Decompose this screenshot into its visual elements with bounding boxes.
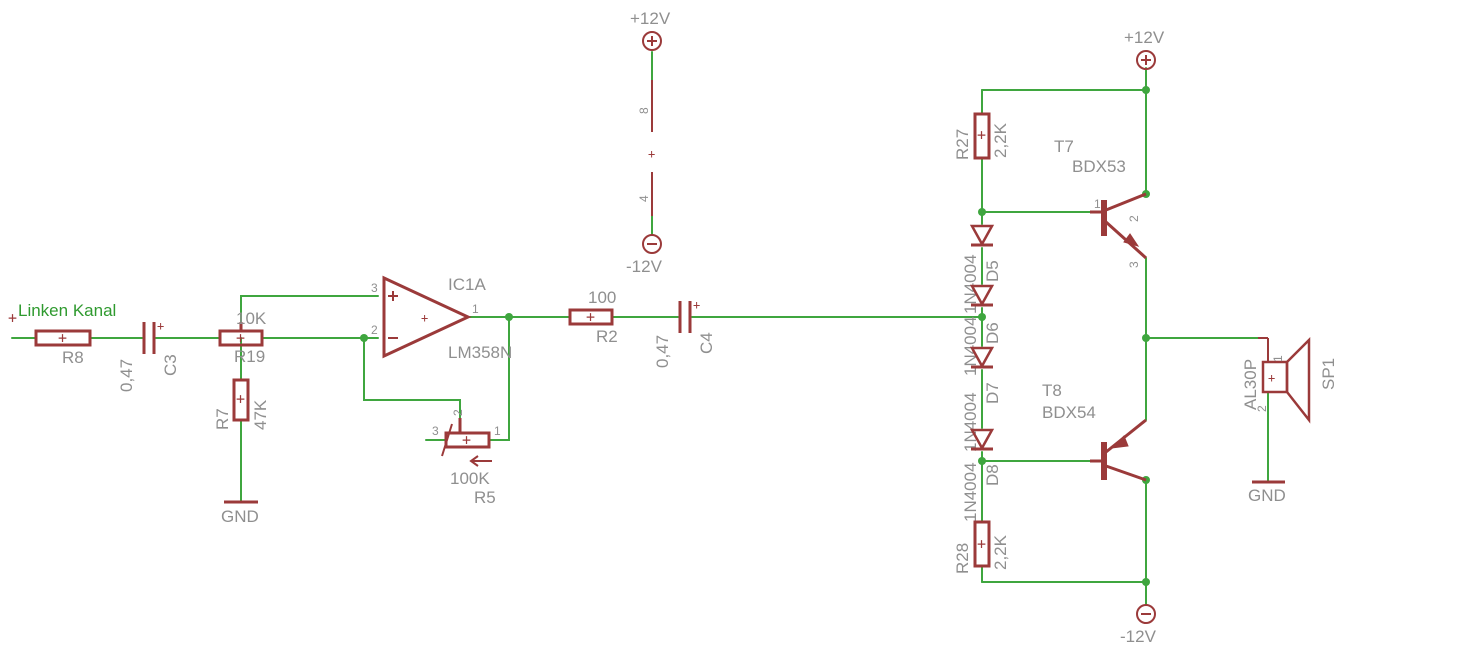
svg-text:+: + xyxy=(8,309,17,327)
svg-text:+: + xyxy=(58,329,67,347)
svg-text:+: + xyxy=(157,319,164,333)
diode-d5[interactable]: D5 1N4004 xyxy=(961,224,1002,314)
r27-name: R27 xyxy=(953,129,972,160)
t7-pin1: 1 xyxy=(1094,197,1101,211)
r5-value: 100K xyxy=(450,469,490,488)
junction-dot xyxy=(1142,86,1150,94)
ic1a-pin-vee: 4 xyxy=(637,195,651,202)
svg-text:+: + xyxy=(236,390,245,408)
resistor-r7[interactable]: + R7 47K xyxy=(213,378,270,430)
junction-dot xyxy=(1142,334,1150,342)
output-supply-pos: +12V xyxy=(1124,28,1165,70)
supply-out-neg: -12V xyxy=(1120,627,1157,646)
capacitor-c3[interactable]: + 0,47 C3 xyxy=(117,319,180,392)
diode-d8[interactable]: D8 1N4004 xyxy=(961,428,1002,522)
ic1a-value: LM358N xyxy=(448,343,512,362)
r2-value: 100 xyxy=(588,288,616,307)
r28-value: 2,2K xyxy=(991,534,1010,570)
t7-name: T7 xyxy=(1054,137,1074,156)
resistor-r2[interactable]: + 100 R2 xyxy=(568,288,618,346)
ic1a-pin-out: 1 xyxy=(472,302,479,316)
r27-value: 2,2K xyxy=(991,122,1010,158)
transistor-t7[interactable]: 1 2 3 T7 BDX53 xyxy=(1054,137,1148,268)
gnd-symbol-r7: GND xyxy=(221,500,259,526)
capacitor-c4[interactable]: + 0,47 C4 xyxy=(653,298,716,368)
svg-text:+: + xyxy=(977,126,986,144)
resistor-r27[interactable]: + R27 2,2K xyxy=(953,112,1010,160)
d5-value: 1N4004 xyxy=(961,254,980,314)
svg-text:+: + xyxy=(462,431,471,449)
d6-name: D6 xyxy=(983,322,1002,344)
supply-out-pos: +12V xyxy=(1124,28,1165,47)
gnd-symbol-sp1: GND xyxy=(1248,480,1286,505)
r19-name: R19 xyxy=(234,347,265,366)
t7-pin3: 3 xyxy=(1127,261,1141,268)
svg-text:+: + xyxy=(236,329,245,347)
c3-value: 0,47 xyxy=(117,359,136,392)
r5-pin2: 2 xyxy=(451,409,465,416)
r8-name: R8 xyxy=(62,348,84,367)
c3-name: C3 xyxy=(161,354,180,376)
junction-dot xyxy=(978,208,986,216)
d6-value: 1N4004 xyxy=(961,316,980,376)
resistor-r28[interactable]: + R28 2,2K xyxy=(953,520,1010,574)
r5-name: R5 xyxy=(474,488,496,507)
junction-dot xyxy=(978,313,986,321)
gnd-label: GND xyxy=(1248,486,1286,505)
sp1-value: AL30P xyxy=(1241,359,1260,410)
output-supply-neg: -12V xyxy=(1120,604,1157,646)
resistor-r8[interactable]: + R8 xyxy=(34,329,92,367)
t8-value: BDX54 xyxy=(1042,403,1096,422)
r2-name: R2 xyxy=(596,327,618,346)
ic1a-name: IC1A xyxy=(448,275,486,294)
ic1a-pin-neg: 2 xyxy=(371,323,378,337)
potentiometer-r19[interactable]: + 10K R19 xyxy=(218,309,267,366)
junction-dot xyxy=(1142,578,1150,586)
d8-value: 1N4004 xyxy=(961,462,980,522)
sp1-name: SP1 xyxy=(1319,358,1338,390)
d5-name: D5 xyxy=(983,260,1002,282)
wires xyxy=(11,51,1269,605)
gnd-label: GND xyxy=(221,507,259,526)
net-label-input: Linken Kanal xyxy=(18,301,116,320)
opamp-supply: +12V 8 + 4 -12V xyxy=(626,9,671,276)
supply-opamp-pos: +12V xyxy=(630,9,671,28)
svg-text:+: + xyxy=(1268,371,1275,385)
r5-pin3: 3 xyxy=(432,424,439,438)
t7-value: BDX53 xyxy=(1072,157,1126,176)
supply-opamp-neg: -12V xyxy=(626,257,663,276)
junction-dot xyxy=(505,313,513,321)
junction-dot xyxy=(360,334,368,342)
r7-value: 47K xyxy=(251,399,270,430)
junction-dot xyxy=(978,457,986,465)
r7-name: R7 xyxy=(213,408,232,430)
t7-pin2: 2 xyxy=(1127,215,1141,222)
c4-value: 0,47 xyxy=(653,335,672,368)
input-net: + Linken Kanal xyxy=(8,301,116,327)
r19-value: 10K xyxy=(236,309,267,328)
opamp-ic1a[interactable]: + 3 2 1 IC1A LM358N xyxy=(371,275,512,362)
svg-text:+: + xyxy=(586,308,595,326)
transistor-t8[interactable]: T8 BDX54 xyxy=(1042,381,1147,482)
trimmer-r5[interactable]: + 3 2 1 100K R5 xyxy=(432,409,501,507)
r28-name: R28 xyxy=(953,543,972,574)
ic1a-pin-vcc: 8 xyxy=(637,107,651,114)
speaker-sp1[interactable]: + AL30P SP1 1 2 xyxy=(1241,336,1338,424)
d8-name: D8 xyxy=(983,464,1002,486)
svg-text:+: + xyxy=(977,535,986,553)
diode-d6[interactable]: D6 1N4004 xyxy=(961,284,1002,376)
junctions xyxy=(360,86,1150,586)
svg-text:+: + xyxy=(648,147,655,161)
ic1a-pin-pos: 3 xyxy=(371,281,378,295)
svg-text:+: + xyxy=(421,311,428,325)
svg-text:+: + xyxy=(693,298,700,312)
d7-name: D7 xyxy=(983,382,1002,404)
t8-name: T8 xyxy=(1042,381,1062,400)
d7-value: 1N4004 xyxy=(961,392,980,452)
r5-pin1: 1 xyxy=(494,424,501,438)
sp1-pin2: 2 xyxy=(1255,405,1269,412)
c4-name: C4 xyxy=(697,332,716,354)
sp1-pin1: 1 xyxy=(1271,355,1285,362)
